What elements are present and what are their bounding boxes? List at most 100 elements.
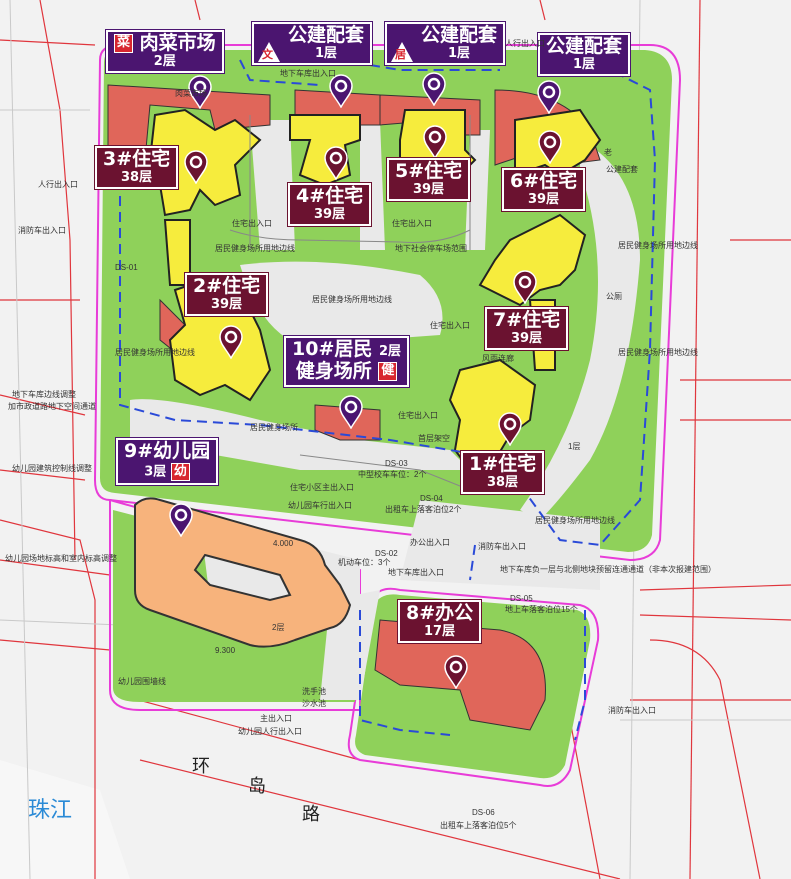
b7-label[interactable]: 7#住宅 39层: [485, 307, 569, 350]
b4-floors: 39层: [314, 206, 346, 222]
b2-label[interactable]: 2#住宅 39层: [185, 273, 269, 316]
pub2-name: 公建配套: [421, 24, 498, 46]
b8-floors: 17层: [424, 623, 456, 639]
pub2-pin-icon[interactable]: [421, 72, 447, 106]
ped-entrance-west: 人行出入口: [38, 180, 78, 189]
market-pin-icon[interactable]: [187, 75, 213, 109]
ds03-note: DS-03: [385, 459, 408, 468]
bus-stop-note: 中型校车车位：2个: [358, 470, 427, 479]
market-floors: 2层: [153, 53, 176, 69]
pub1-label[interactable]: 文 公建配套 1层: [252, 22, 373, 65]
kg-ped-gate: 幼儿园人行出入口: [238, 727, 302, 736]
b8-pin-icon[interactable]: [443, 655, 469, 689]
fitness-line-2: 居民健身场所用地边线: [312, 295, 392, 304]
b10-floors: 2层: [379, 344, 402, 359]
b3-label[interactable]: 3#住宅 38层: [95, 146, 179, 189]
pub-toilet: 公厕: [606, 292, 622, 301]
pub2-floors: 1层: [447, 45, 471, 61]
elev-1: 9.300: [215, 646, 236, 655]
river-name: 珠江: [28, 798, 73, 823]
b5-label[interactable]: 5#住宅 39层: [387, 158, 471, 201]
b8-label[interactable]: 8#办公 17层: [398, 600, 482, 643]
b9-pin-icon[interactable]: [168, 503, 194, 537]
fire-entrance-south: 消防车出入口: [478, 542, 526, 551]
b3-pin-icon[interactable]: [183, 150, 209, 184]
road-char-2: 岛: [248, 776, 266, 797]
culture-icon: 文: [258, 42, 280, 62]
area-label: 老: [604, 148, 612, 157]
top-floor-1: 首层架空: [418, 434, 450, 443]
b9-badge: 幼: [170, 462, 190, 482]
res-entrance-2: 住宅出入口: [392, 219, 432, 228]
b9-floors: 3层: [144, 464, 167, 480]
pub2-label[interactable]: 居 公建配套 1层: [385, 22, 506, 65]
kg-floors-2: 2层: [272, 623, 285, 632]
road-space: 加市政道路地下空间通道: [8, 402, 96, 411]
fire-entrance-east: 消防车出入口: [608, 706, 656, 715]
b6-name: 6#住宅: [510, 170, 578, 192]
res-entrance-1: 住宅出入口: [232, 219, 272, 228]
b1-floors: 38层: [487, 474, 519, 490]
public-service-note: 公建配套: [606, 165, 638, 174]
ds05-note: DS-05: [510, 594, 533, 603]
b10-name2: 健身场所: [295, 359, 372, 382]
pub3-label[interactable]: 公建配套 1层: [538, 33, 631, 76]
road-char-1: 环: [192, 756, 210, 777]
fire-lanes: [119, 59, 657, 741]
mech-parking: 机动车位：3个: [338, 558, 391, 567]
b7-floors: 39层: [511, 330, 543, 346]
b5-name: 5#住宅: [395, 160, 463, 182]
b6-label[interactable]: 6#住宅 39层: [502, 168, 586, 211]
b1-label[interactable]: 1#住宅 38层: [461, 451, 545, 494]
b10-pin-icon[interactable]: [338, 395, 364, 429]
underground-link: 地下车库负一层与北侧地块预留连通通道（非本次报建范围）: [500, 565, 716, 574]
taxi-stop-3: 地上车落客泊位15个: [505, 605, 578, 614]
b7-name: 7#住宅: [493, 309, 561, 331]
pub3-pin-icon[interactable]: [536, 80, 562, 114]
b8-name: 8#办公: [406, 602, 474, 624]
res-entrance-4: 住宅出入口: [398, 411, 438, 420]
ds02-note: DS-02: [375, 549, 398, 558]
office-entrance: 办公出入口: [410, 538, 450, 547]
b5-pin-icon[interactable]: [422, 125, 448, 159]
under-parking-1: 地下社会停车场范围: [395, 244, 467, 253]
veg-market-small: 肉菜市场: [175, 89, 207, 98]
pub3-floors: 1层: [572, 56, 596, 72]
taxi-stop-2: 出租车上落客泊位5个: [440, 821, 517, 830]
fitness-place-note: 居民健身场所: [250, 423, 298, 432]
pub1-pin-icon[interactable]: [328, 74, 354, 108]
res-entrance-3: 住宅出入口: [430, 321, 470, 330]
wash-pool: 洗手池: [302, 687, 326, 696]
b10-label[interactable]: 10#居民 2层 健身场所 健: [284, 336, 410, 387]
b1-pin-icon[interactable]: [497, 412, 523, 446]
b1-name: 1#住宅: [469, 453, 537, 475]
pub1-floors: 1层: [314, 45, 338, 61]
b7-pin-icon[interactable]: [512, 270, 538, 304]
b6-pin-icon[interactable]: [537, 130, 563, 164]
ds06-note: DS-06: [472, 808, 495, 817]
fire-entrance-west: 消防车出入口: [18, 226, 66, 235]
ds01-note: DS-01: [115, 263, 138, 272]
b2-floors: 39层: [211, 296, 243, 312]
under-parking-2: 地下车库出入口: [388, 568, 444, 577]
kg-car-entrance: 幼儿园车行出入口: [288, 501, 352, 510]
elev-2: 4.000: [273, 539, 294, 548]
kg-building-line: 幼儿园建筑控制线调整: [12, 464, 92, 473]
fitness-line-3: 居民健身场所用地边线: [618, 241, 698, 250]
b4-label[interactable]: 4#住宅 39层: [288, 183, 372, 226]
kg-wall: 幼儿园围墙线: [118, 677, 166, 686]
garage-entrance-north: 地下车库出入口: [280, 69, 336, 78]
taxi-stop-1: 出租车上落客泊位2个: [385, 505, 462, 514]
sand-pool: 沙水池: [302, 699, 326, 708]
b4-pin-icon[interactable]: [323, 146, 349, 180]
b2-pin-icon[interactable]: [218, 325, 244, 359]
market-label[interactable]: 菜 肉菜市场 2层: [106, 30, 224, 73]
pub1-name: 公建配套: [288, 24, 365, 46]
b2-name: 2#住宅: [193, 275, 261, 297]
garage-line-adjust: 地下车库边线调整: [12, 390, 76, 399]
b9-label[interactable]: 9#幼儿园 3层 幼: [116, 438, 219, 486]
kg-line-adjust: 幼儿园场地标高和室内标高调整: [5, 554, 117, 563]
b6-floors: 39层: [528, 191, 560, 207]
pub3-name: 公建配套: [546, 35, 623, 57]
